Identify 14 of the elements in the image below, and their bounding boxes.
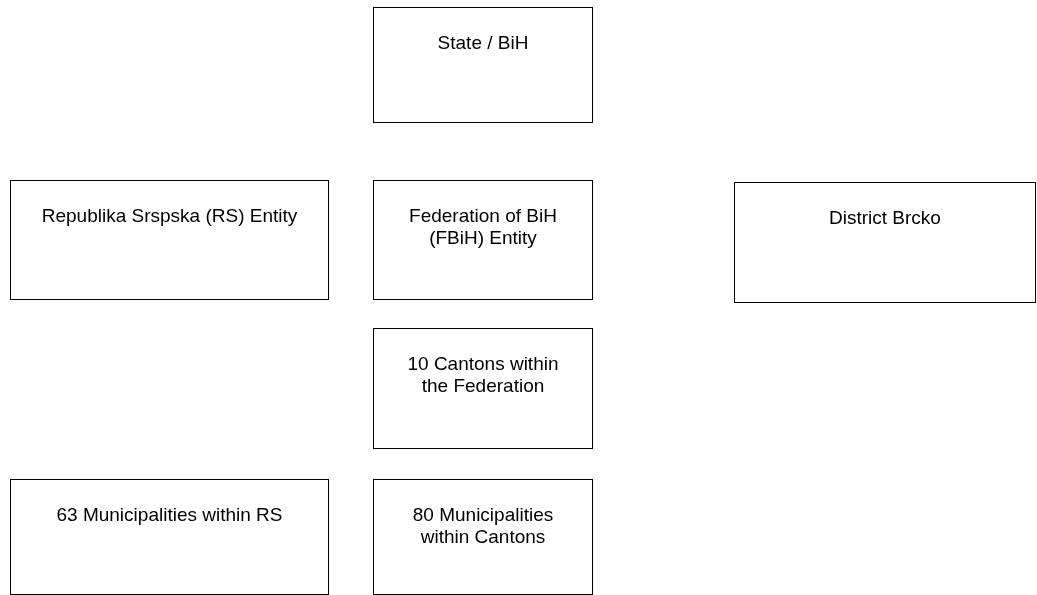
org-box — [373, 7, 593, 123]
org-box — [10, 479, 329, 595]
org-box — [373, 328, 593, 449]
box-label: Federation of BiH (FBiH) Entity — [408, 205, 558, 249]
box-label: District Brcko — [829, 207, 941, 229]
box-label: 63 Municipalities within RS — [56, 504, 283, 526]
box-label: 10 Cantons within the Federation — [406, 353, 560, 397]
box-label: State / BiH — [437, 32, 529, 54]
box-label: Republika Srspska (RS) Entity — [41, 205, 298, 227]
org-box — [373, 479, 593, 595]
org-box — [373, 180, 593, 300]
org-box — [10, 180, 329, 300]
box-label: 80 Municipalities within Cantons — [411, 504, 555, 548]
org-box — [734, 182, 1036, 303]
